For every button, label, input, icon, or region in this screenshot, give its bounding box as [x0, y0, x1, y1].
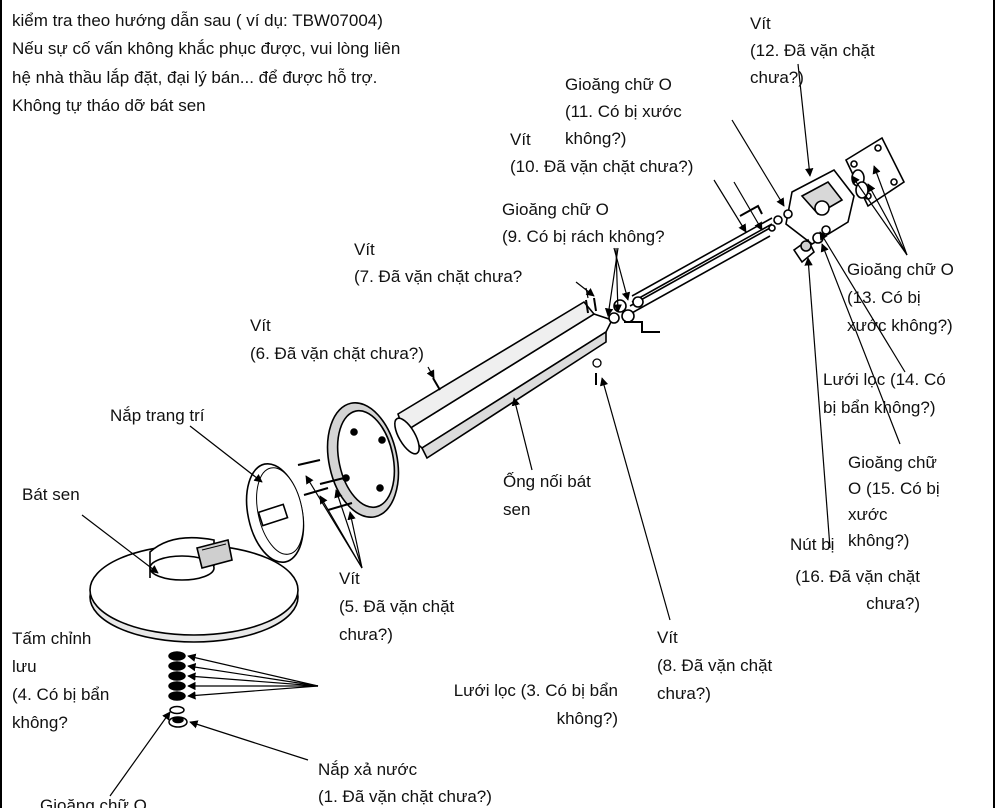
intro-line-2: Nếu sự cố vấn không khắc phục được, vui … [12, 39, 401, 58]
label-screw-7: Vít (7. Đã vặn chặt chưa? [354, 240, 523, 286]
label-o-ring-2: Gioăng chữ O [40, 796, 147, 808]
valve-body [768, 168, 855, 264]
label-screw-12: Vít (12. Đã vặn chặt chưa?) [750, 14, 875, 87]
intro-line-1: kiểm tra theo hướng dẫn sau ( ví dụ: TBW… [12, 11, 383, 30]
label-plug-16: (16. Đã vặn chặt chưa?) [795, 567, 920, 613]
intro-line-4: Không tự tháo dỡ bát sen [12, 96, 206, 115]
connecting-pipe [394, 300, 614, 460]
small-screws [432, 297, 602, 391]
label-flow-plate-4: Tấm chỉnh lưu (4. Có bị bẩn không? [12, 629, 110, 732]
label-screw-6: Vít (6. Đã vặn chặt chưa?) [250, 316, 424, 363]
mounting-plate [326, 402, 400, 518]
decorative-cover [245, 462, 305, 564]
label-o-ring-11: Gioăng chữ O (11. Có bị xước không?) [565, 75, 682, 148]
label-decorative-cover: Nắp trang trí [110, 406, 205, 425]
label-o-ring-15: Gioăng chữ O (15. Có bị xước không?) [848, 453, 940, 550]
label-drain-cap-1: Nắp xả nước (1. Đã vặn chặt chưa?) [318, 760, 492, 806]
label-o-ring-13: Gioăng chữ O (13. Có bị xước không?) [847, 260, 954, 335]
label-screw-8: Vít (8. Đã vặn chặt chưa?) [657, 628, 773, 703]
bottom-parts-stack [168, 651, 188, 728]
label-o-ring-9: Gioăng chữ O (9. Có bị rách không? [502, 200, 665, 246]
label-connecting-pipe: Ống nối bát sen [503, 472, 591, 519]
label-filter-14: Lưới lọc (14. Có bị bẩn không?) [823, 370, 946, 417]
intro-line-3: hệ nhà thầu lắp đặt, đại lý bán... để đư… [12, 68, 378, 87]
shower-bowl [89, 536, 299, 643]
label-shower-bowl: Bát sen [22, 485, 80, 504]
label-plug-16-title: Nút bị [790, 535, 835, 554]
label-screw-5: Vít (5. Đã vặn chặt chưa?) [339, 569, 455, 644]
label-filter-3: Lưới lọc (3. Có bị bẩn không?) [453, 681, 618, 728]
leader-lines [81, 63, 908, 797]
label-screw-10: Vít (10. Đã vặn chặt chưa?) [510, 130, 694, 176]
